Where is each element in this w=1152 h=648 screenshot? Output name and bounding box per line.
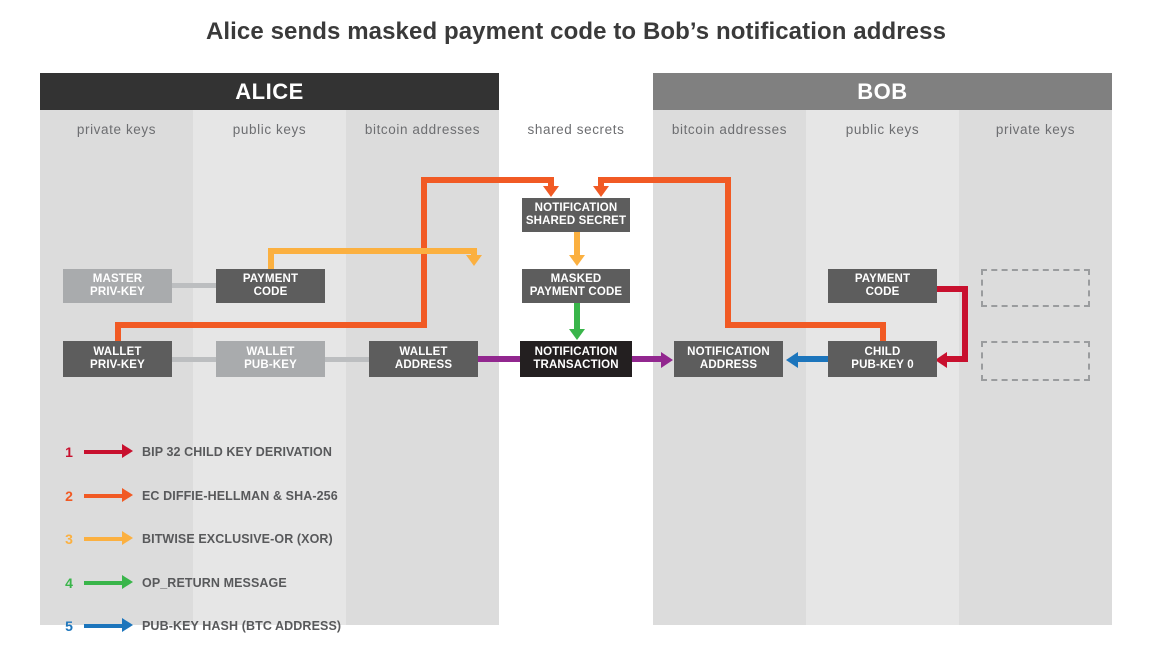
node-alice-payment-code[interactable]: PAYMENT CODE: [216, 269, 325, 303]
node-line: CODE: [865, 286, 900, 298]
node-line: TRANSACTION: [533, 359, 619, 371]
legend-number: 2: [65, 487, 73, 504]
legend-number: 3: [65, 531, 73, 547]
legend-arrow-head: [122, 444, 133, 458]
blue-arrowhead: [786, 352, 798, 368]
legend-arrow-line: [84, 537, 124, 541]
node-wallet-priv-key[interactable]: WALLET PRIV-KEY: [63, 341, 172, 377]
orange-alice-top-run: [421, 177, 551, 183]
link-wallet-pub-to-wallet-address: [323, 357, 371, 362]
node-line: ADDRESS: [394, 359, 453, 371]
node-bob-priv-placeholder-top: [981, 269, 1090, 307]
purple-wallet-to-tx: [477, 356, 521, 362]
legend-arrow-head: [122, 487, 133, 502]
green-masked-to-tx: [574, 303, 580, 331]
node-notification-shared-secret[interactable]: NOTIFICATION SHARED SECRET: [522, 198, 630, 232]
column-label-bob-private-keys: private keys: [995, 121, 1076, 137]
node-line: PAYMENT: [854, 272, 911, 285]
node-master-priv-key[interactable]: MASTER PRIV-KEY: [63, 269, 172, 303]
legend-number: 1: [65, 444, 73, 460]
red-paycode-in: [945, 356, 968, 362]
node-line: PAYMENT: [242, 272, 299, 285]
node-line: PUB-KEY: [244, 359, 297, 371]
orange-alice-arrowhead: [543, 186, 559, 197]
legend-number: 5: [65, 618, 73, 634]
column-label-shared-secrets: shared secrets: [527, 121, 625, 137]
node-line: PAYMENT CODE: [529, 286, 623, 298]
red-paycode-down: [962, 286, 968, 359]
red-paycode-out: [935, 286, 968, 292]
legend-label: PUB-KEY HASH (BTC ADDRESS): [142, 619, 342, 633]
party-header-alice: ALICE: [40, 73, 499, 110]
green-arrowhead: [569, 329, 585, 340]
node-bob-priv-placeholder-bottom: [981, 341, 1090, 381]
yellow-paycode-run: [268, 248, 477, 254]
orange-bob-top-run: [598, 177, 731, 183]
red-arrowhead: [935, 352, 947, 368]
node-line: PRIV-KEY: [90, 286, 145, 298]
node-line: WALLET: [399, 345, 448, 358]
legend-label: OP_RETURN MESSAGE: [142, 575, 287, 590]
column-label-alice-private-keys: private keys: [76, 121, 157, 137]
orange-bob-bottom-run: [725, 322, 886, 328]
page-title: Alice sends masked payment code to Bob’s…: [205, 18, 947, 45]
orange-bob-arrowhead: [593, 186, 609, 197]
node-line: NOTIFICATION: [687, 345, 770, 358]
column-label-alice-bitcoin-addresses: bitcoin addresses: [364, 121, 481, 137]
legend-label: BIP 32 CHILD KEY DERIVATION: [142, 445, 333, 459]
legend-arrow-line: [84, 624, 124, 628]
node-wallet-address[interactable]: WALLET ADDRESS: [369, 341, 478, 377]
yellow-paycode-arrowhead: [466, 255, 482, 266]
node-masked-payment-code[interactable]: MASKED PAYMENT CODE: [522, 269, 630, 303]
node-line: NOTIFICATION: [534, 345, 618, 358]
yellow-secret-to-masked: [574, 232, 580, 259]
node-line: WALLET: [246, 345, 295, 358]
legend-arrow-line: [84, 493, 124, 498]
legend-label: BITWISE EXCLUSIVE-OR (XOR): [142, 532, 333, 546]
node-line: ADDRESS: [699, 359, 758, 371]
node-line: CHILD: [864, 345, 901, 358]
node-notification-transaction[interactable]: NOTIFICATION TRANSACTION: [520, 341, 632, 377]
legend-arrow-head: [122, 574, 133, 589]
node-child-pub-key-0[interactable]: CHILD PUB-KEY 0: [828, 341, 937, 377]
orange-bob-vertical-up: [725, 177, 731, 327]
node-line: PRIV-KEY: [90, 359, 145, 371]
column-label-bob-public-keys: public keys: [845, 121, 920, 137]
node-line: NOTIFICATION: [534, 201, 618, 214]
column-label-alice-public-keys: public keys: [232, 121, 307, 137]
link-wallet-priv-to-wallet-pub: [170, 357, 218, 362]
purple-arrowhead: [661, 352, 673, 368]
node-wallet-pub-key[interactable]: WALLET PUB-KEY: [216, 341, 325, 377]
node-line: SHARED SECRET: [525, 215, 627, 227]
legend-arrow-head: [122, 618, 133, 632]
orange-alice-into-secret: [548, 177, 554, 189]
legend-arrow-line: [84, 450, 124, 454]
legend-arrow-line: [84, 580, 124, 585]
blue-child-to-address: [796, 356, 828, 362]
node-line: CODE: [253, 286, 288, 298]
column-label-bob-bitcoin-addresses: bitcoin addresses: [671, 121, 788, 137]
orange-bob-into-secret: [598, 177, 604, 189]
node-line: MASKED: [550, 272, 602, 285]
node-line: MASTER: [92, 272, 143, 285]
link-master-to-payment-code: [170, 283, 218, 288]
orange-alice-drop-to-wallet: [115, 322, 121, 344]
legend-label: EC DIFFIE-HELLMAN & SHA-256: [142, 488, 338, 503]
column-band-bob-private-keys: [959, 110, 1112, 625]
party-header-bob: BOB: [653, 73, 1112, 110]
orange-alice-bottom-run: [115, 322, 427, 328]
node-bob-payment-code[interactable]: PAYMENT CODE: [828, 269, 937, 303]
node-notification-address[interactable]: NOTIFICATION ADDRESS: [674, 341, 783, 377]
legend-arrow-head: [122, 531, 133, 545]
purple-tx-to-address: [631, 356, 665, 362]
legend-number: 4: [65, 574, 73, 591]
yellow-paycode-drop: [471, 248, 477, 261]
yellow-paycode-up: [268, 248, 274, 272]
node-line: WALLET: [93, 345, 142, 358]
yellow-secret-arrowhead: [569, 255, 585, 266]
orange-bob-drop-to-child: [880, 322, 886, 344]
node-line: PUB-KEY 0: [851, 359, 914, 371]
